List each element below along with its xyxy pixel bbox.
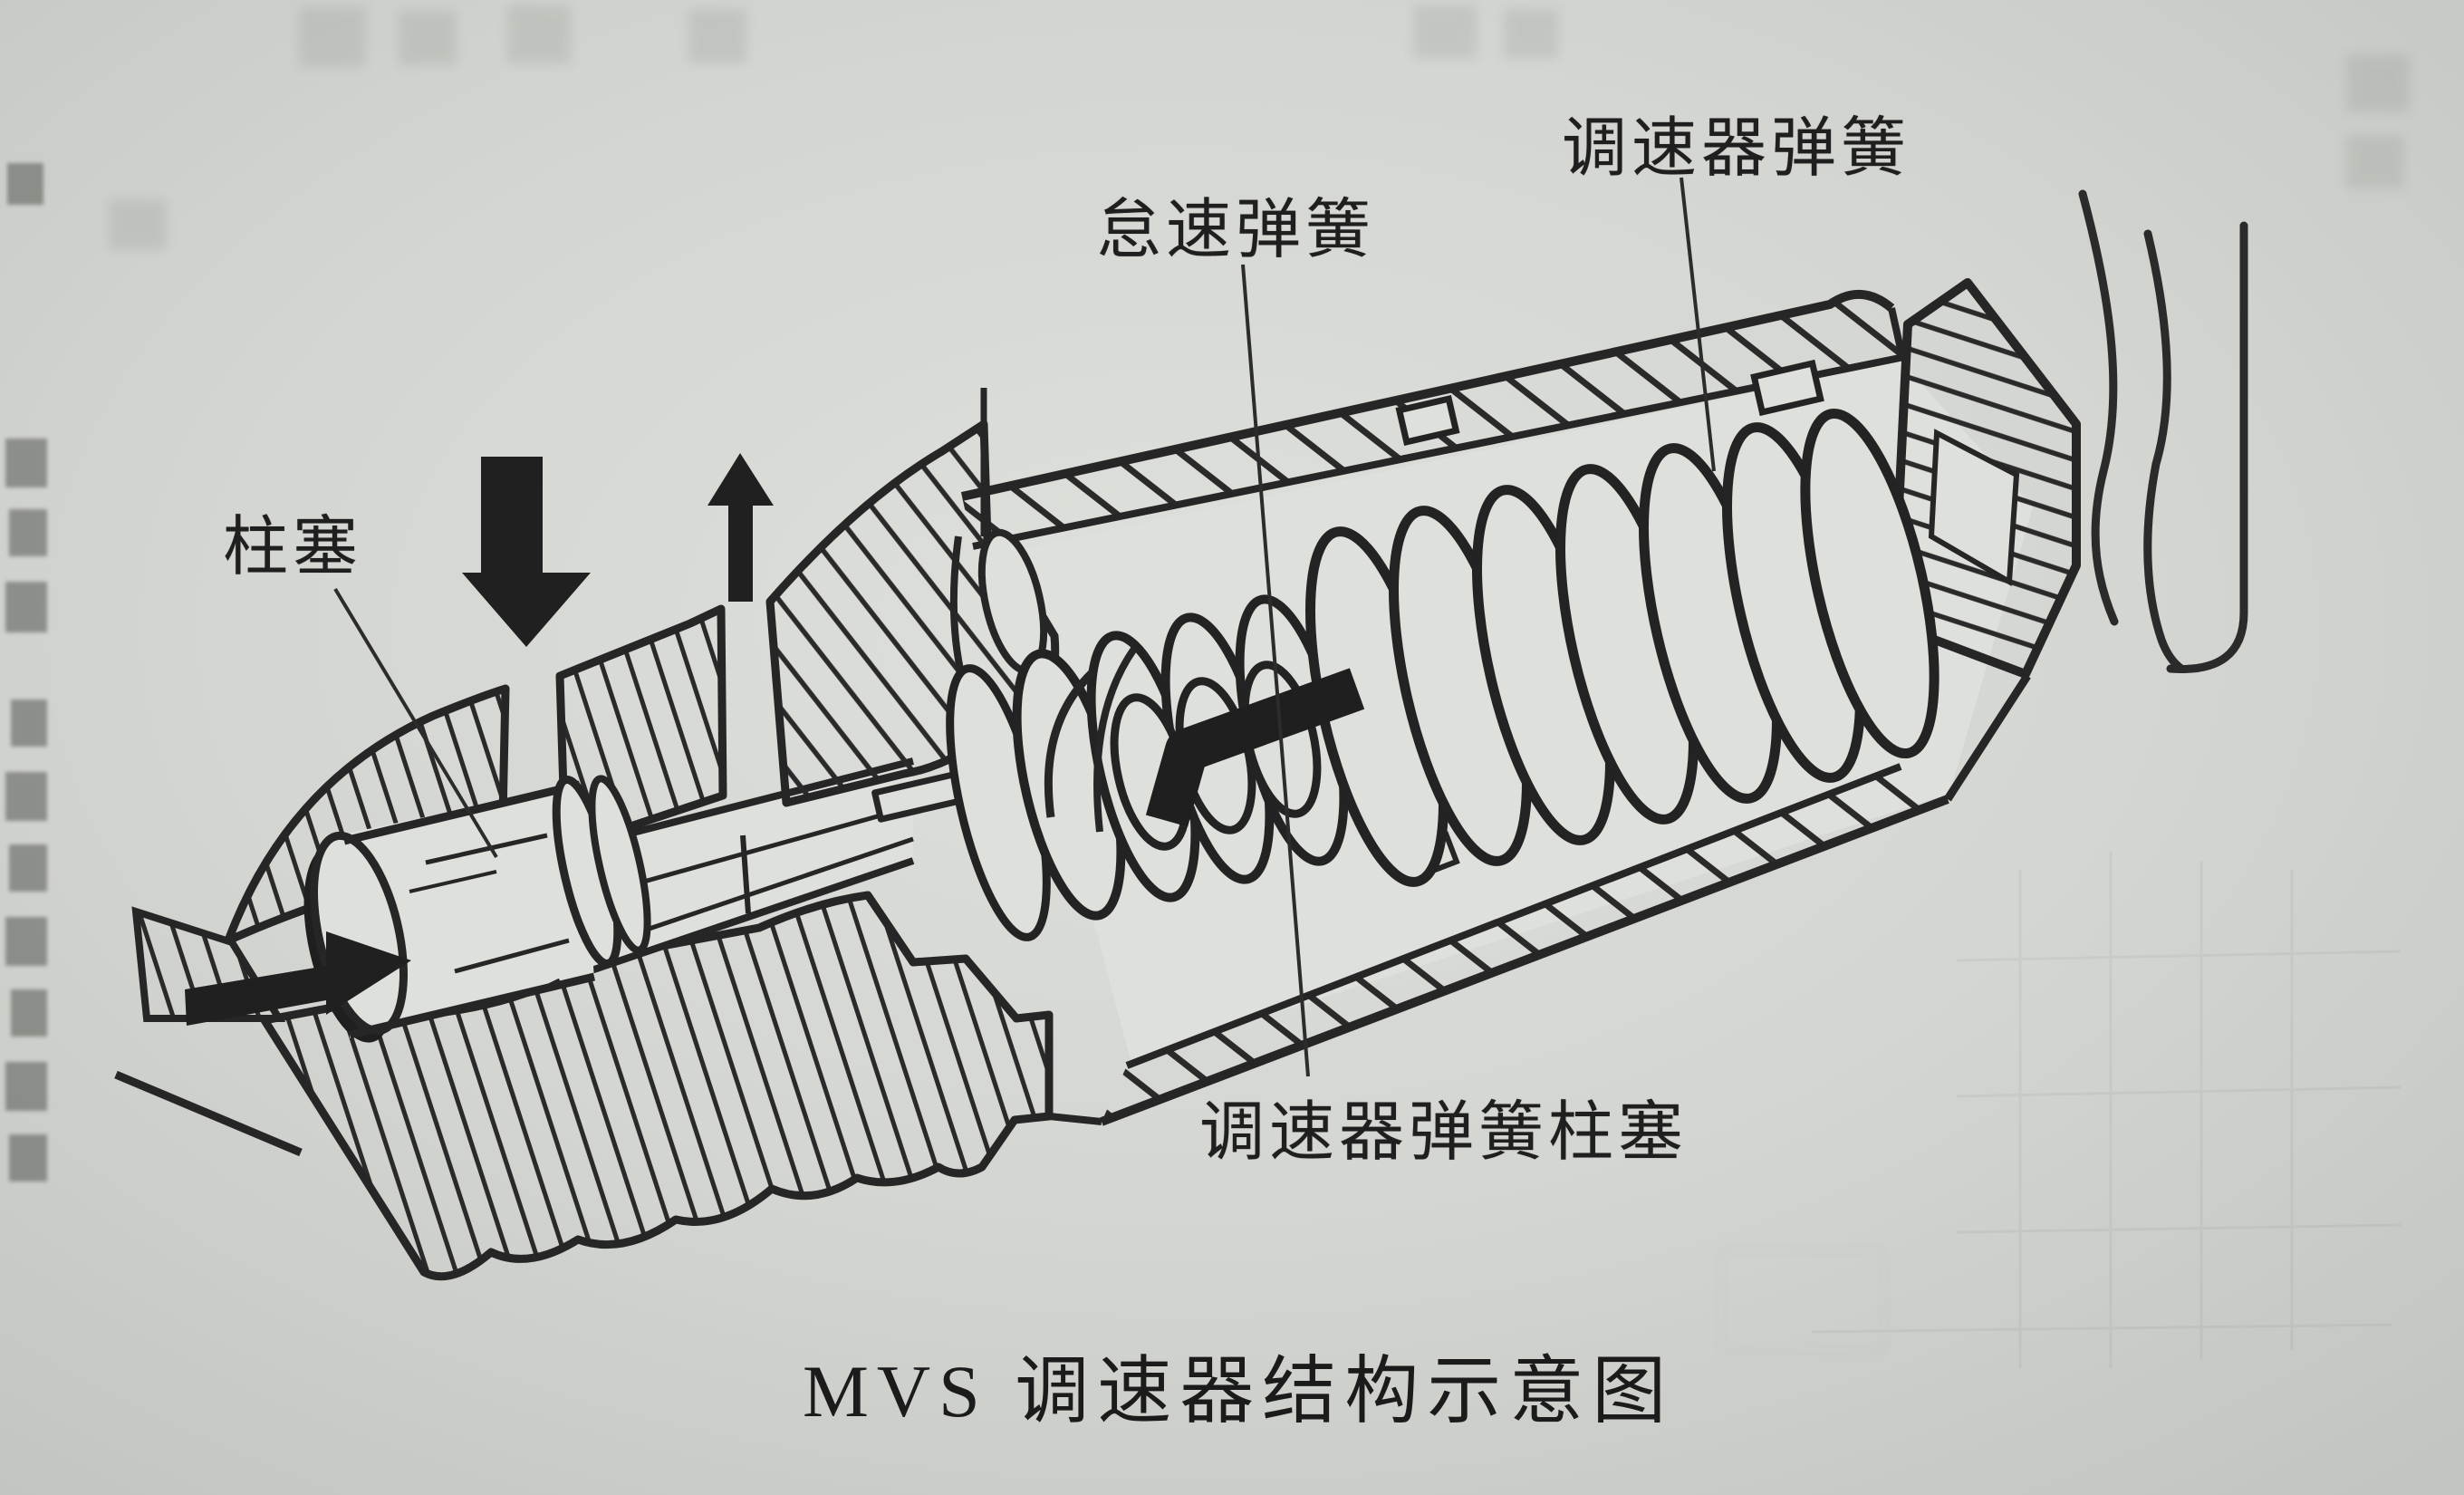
idle-spring-label: 怠速弹簧 (1096, 194, 1376, 266)
force-arrows (185, 453, 774, 1026)
label-leader-lines (333, 177, 1716, 1077)
plunger-leader (333, 587, 498, 859)
right-arrow-icon (185, 931, 411, 1026)
page-bleed-through-ghosts (5, 5, 2410, 1368)
plunger-label: 柱塞 (223, 511, 363, 584)
break-lines-right (2078, 189, 2248, 673)
figure-caption: MVS 调速器结构示意图 (803, 1350, 1675, 1432)
governor-spring-coils (1305, 408, 1939, 887)
governor-spring-plunger-part (1044, 646, 1365, 833)
plunger-part (303, 775, 651, 1043)
idle-spring-and-plunger-leader (1241, 264, 1310, 1077)
down-arrow-icon (462, 457, 591, 647)
governor-spring-label: 调速器弹簧 (1562, 112, 1911, 185)
up-arrow-icon (707, 453, 774, 602)
governor-spring-plunger-label: 调速器弹簧柱塞 (1199, 1096, 1689, 1169)
governor-spring-leader (1680, 177, 1716, 472)
